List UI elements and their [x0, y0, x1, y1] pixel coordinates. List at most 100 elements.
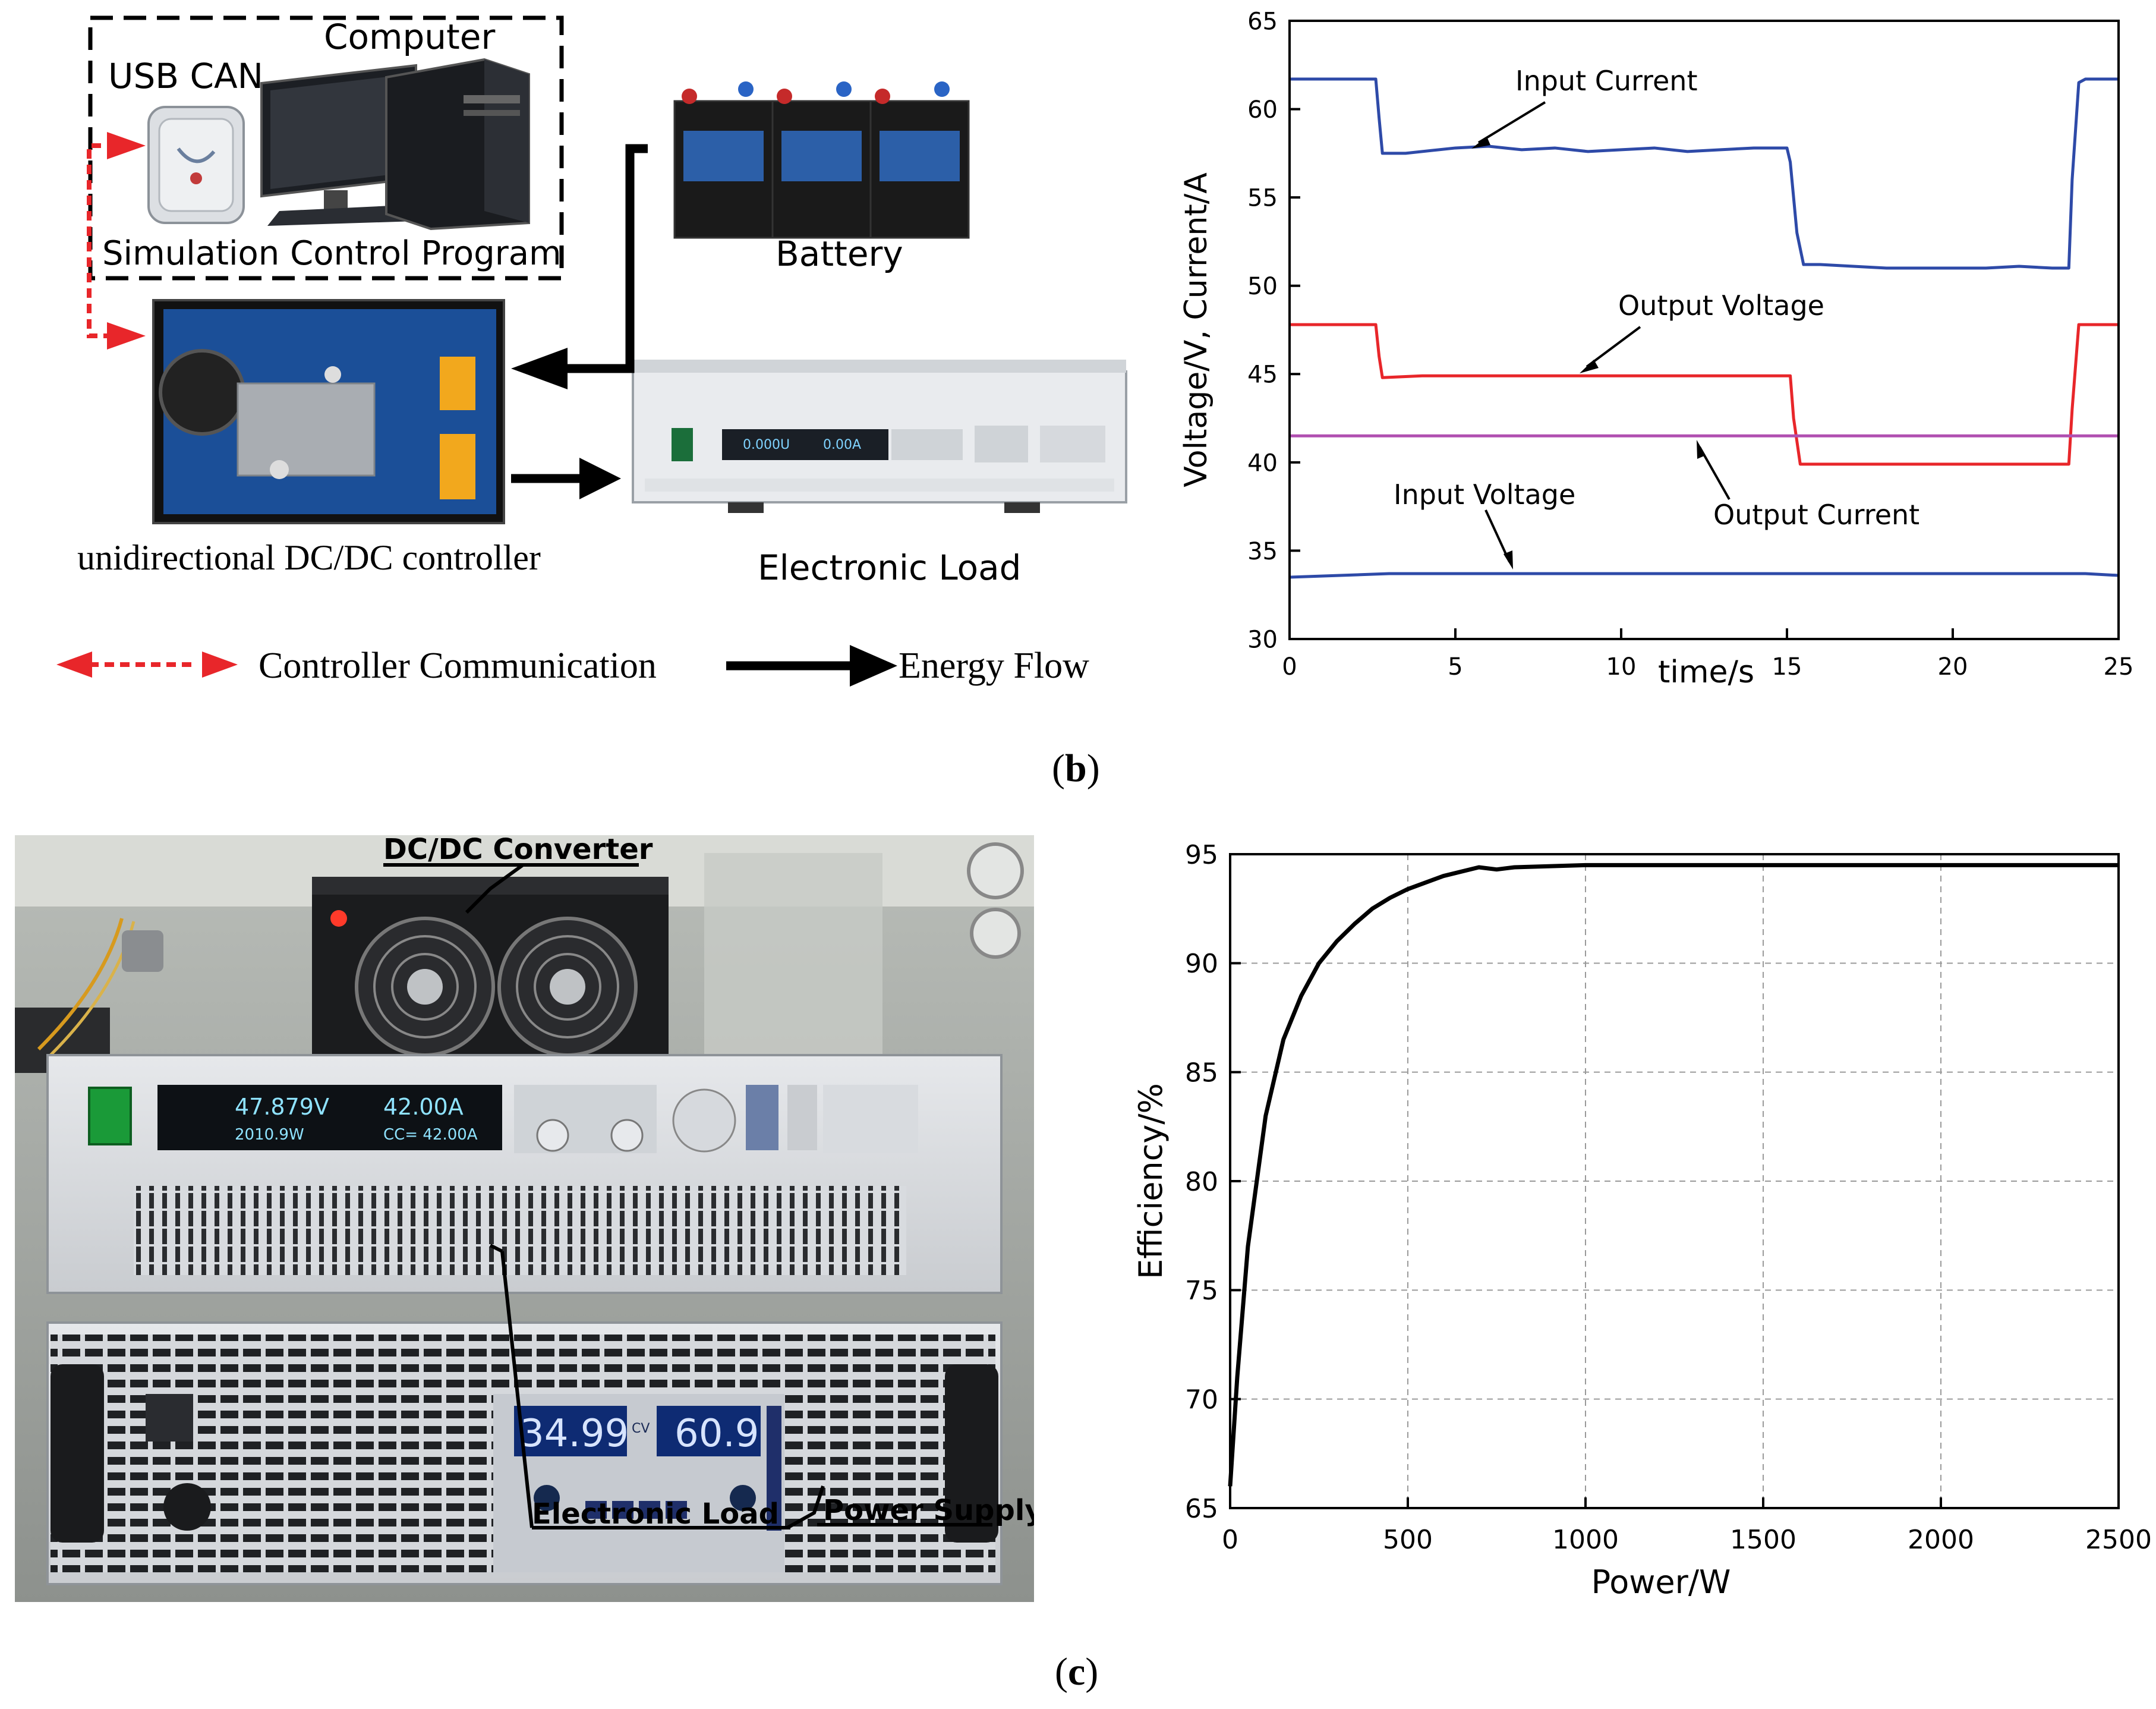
rack-handle	[51, 1364, 104, 1543]
load-display	[157, 1085, 502, 1150]
load-knob	[536, 1119, 569, 1152]
x-tick-label: 1500	[1730, 1525, 1796, 1555]
battery-label: Battery	[776, 234, 903, 274]
supply-current-display	[657, 1406, 761, 1456]
annotation-input-current: Input Current	[1471, 65, 1698, 149]
supply-voltage-display	[514, 1406, 627, 1456]
svg-text:Controller Communication: Controller Communication	[259, 646, 657, 686]
pressure-gauge-icon	[970, 908, 1021, 959]
controller-label: unidirectional DC/DC controller	[77, 538, 541, 577]
x-tick-label: 10	[1606, 653, 1637, 681]
svg-text:0.000U: 0.000U	[743, 438, 790, 452]
svg-text:Input Voltage: Input Voltage	[1394, 479, 1575, 511]
series-line-input-current	[1290, 77, 2119, 270]
program-label: Simulation Control Program	[102, 234, 562, 273]
photo-label-load: Electronic Load	[532, 1497, 779, 1531]
navigation-pad	[672, 1088, 736, 1153]
svg-text:42.00A: 42.00A	[383, 1094, 464, 1120]
lab-photo-svg: 47.879V 42.00A 2010.9W CC= 42.00A	[15, 835, 1034, 1602]
y-tick-label: 55	[1247, 185, 1278, 212]
y-tick-label: 35	[1247, 538, 1278, 565]
pressure-gauge-icon	[967, 842, 1024, 899]
annotation-output-voltage: Output Voltage	[1580, 289, 1824, 373]
usb-can-device-icon	[147, 106, 245, 224]
x-tick-label: 15	[1772, 653, 1802, 681]
computer-tower-icon	[385, 58, 530, 231]
usb-can-label: USB CAN	[108, 56, 263, 96]
y-tick-label: 40	[1247, 449, 1278, 477]
x-tick-label: 5	[1448, 653, 1462, 681]
x-tick-label: 0	[1282, 653, 1297, 681]
x-axis-label: Power/W	[1591, 1563, 1731, 1601]
panel-label-c: (c)	[1055, 1650, 1099, 1694]
photo-label-supply: Power Supply	[823, 1494, 1034, 1527]
setup-diagram: 0.000U 0.00A USB CAN Computer	[0, 0, 1129, 713]
lab-photo: 47.879V 42.00A 2010.9W CC= 42.00A	[15, 835, 1034, 1602]
series-line-input-voltage	[1289, 572, 2119, 579]
communication-arrow	[87, 132, 146, 350]
load-knob	[610, 1119, 644, 1152]
y-tick-label: 80	[1185, 1167, 1218, 1197]
panel-label-b: (b)	[1052, 747, 1100, 790]
power-switch	[88, 1087, 132, 1145]
load-vent-grille	[134, 1186, 906, 1275]
y-tick-label: 75	[1185, 1276, 1218, 1306]
y-tick-label: 85	[1185, 1058, 1218, 1088]
svg-text:Output Voltage: Output Voltage	[1618, 289, 1824, 322]
x-tick-label: 0	[1222, 1525, 1238, 1555]
load-vent-grille	[645, 479, 1114, 492]
power-supply-unit: 34.99 CV 60.9	[46, 1321, 1003, 1585]
svg-text:CV: CV	[632, 1421, 650, 1436]
x-tick-label: 20	[1938, 653, 1968, 681]
y-tick-label: 50	[1247, 273, 1278, 300]
fan-icon	[355, 917, 495, 1057]
photo-callout-lines	[383, 863, 992, 1529]
load-display-readout: 0.000U 0.00A	[743, 438, 861, 452]
y-tick-label: 30	[1247, 626, 1278, 653]
svg-text:Energy Flow: Energy Flow	[899, 646, 1089, 686]
y-tick-label: 65	[1185, 1494, 1218, 1524]
computer-dashed-box	[88, 15, 564, 281]
svg-text:2010.9W: 2010.9W	[235, 1126, 304, 1144]
series-line-output-voltage	[1290, 323, 2119, 466]
plot-frame	[1288, 20, 2120, 640]
keypad	[823, 1085, 918, 1153]
battery-icon	[673, 81, 970, 239]
svg-text:Input Current: Input Current	[1515, 65, 1698, 97]
fan-icon	[497, 917, 638, 1057]
electronic-load-unit: 47.879V 42.00A 2010.9W CC= 42.00A	[46, 1054, 1003, 1294]
series-line-0	[1228, 863, 2119, 1487]
setup-diagram-svg: 0.000U 0.00A USB CAN Computer	[56, 15, 1127, 687]
svg-text:CC= 42.00A: CC= 42.00A	[383, 1126, 478, 1144]
svg-text:60.9: 60.9	[674, 1412, 759, 1456]
dcdc-controller-board-icon	[152, 299, 505, 524]
legend-energy-flow: Energy Flow	[726, 645, 1089, 687]
x-tick-label: 2500	[2085, 1525, 2152, 1555]
brand-logo	[146, 1394, 193, 1442]
svg-text:0.00A: 0.00A	[823, 438, 861, 452]
dcdc-converter-unit	[312, 877, 669, 1057]
computer-label: Computer	[324, 17, 495, 57]
y-tick-label: 45	[1247, 361, 1278, 389]
y-tick-label: 70	[1185, 1385, 1218, 1415]
svg-text:34.99: 34.99	[520, 1412, 629, 1456]
x-tick-label: 500	[1383, 1525, 1433, 1555]
y-axis-label: Efficiency/%	[1132, 1083, 1170, 1279]
energy-flow-arrows	[511, 144, 648, 483]
x-axis-label: time/s	[1658, 654, 1754, 690]
svg-text:Output Current: Output Current	[1713, 499, 1919, 531]
y-axis-label: Voltage/V, Current/A	[1178, 172, 1214, 487]
svg-text:47.879V: 47.879V	[235, 1094, 329, 1120]
main-switch-knob	[163, 1483, 211, 1531]
y-tick-label: 90	[1185, 949, 1218, 979]
photo-label-dcdc: DC/DC Converter	[383, 835, 653, 866]
rack-handle	[945, 1364, 998, 1543]
annotation-output-current: Output Current	[1697, 440, 1919, 531]
x-tick-label: 2000	[1908, 1525, 1974, 1555]
legend-communication: Controller Communication	[56, 646, 657, 686]
load-label: Electronic Load	[758, 547, 1021, 588]
